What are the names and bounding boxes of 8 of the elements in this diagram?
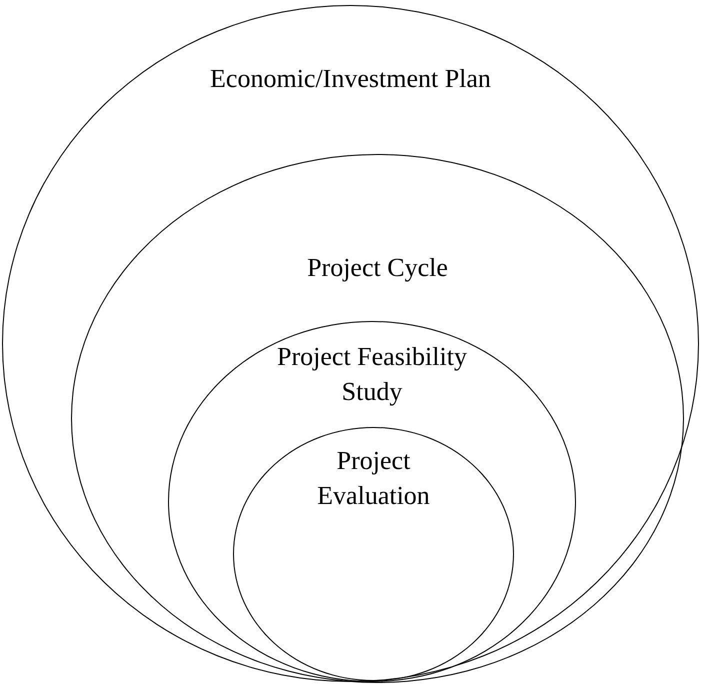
nested-circle bbox=[168, 321, 576, 682]
circle-label: Project Evaluation bbox=[316, 445, 431, 512]
circle-label: Project Feasibility Study bbox=[276, 341, 468, 408]
nested-circle bbox=[2, 5, 699, 682]
circle-label: Economic/Investment Plan bbox=[209, 63, 492, 95]
nested-circle bbox=[71, 154, 684, 683]
nested-circle bbox=[233, 427, 514, 681]
circle-label: Project Cycle bbox=[306, 252, 449, 284]
